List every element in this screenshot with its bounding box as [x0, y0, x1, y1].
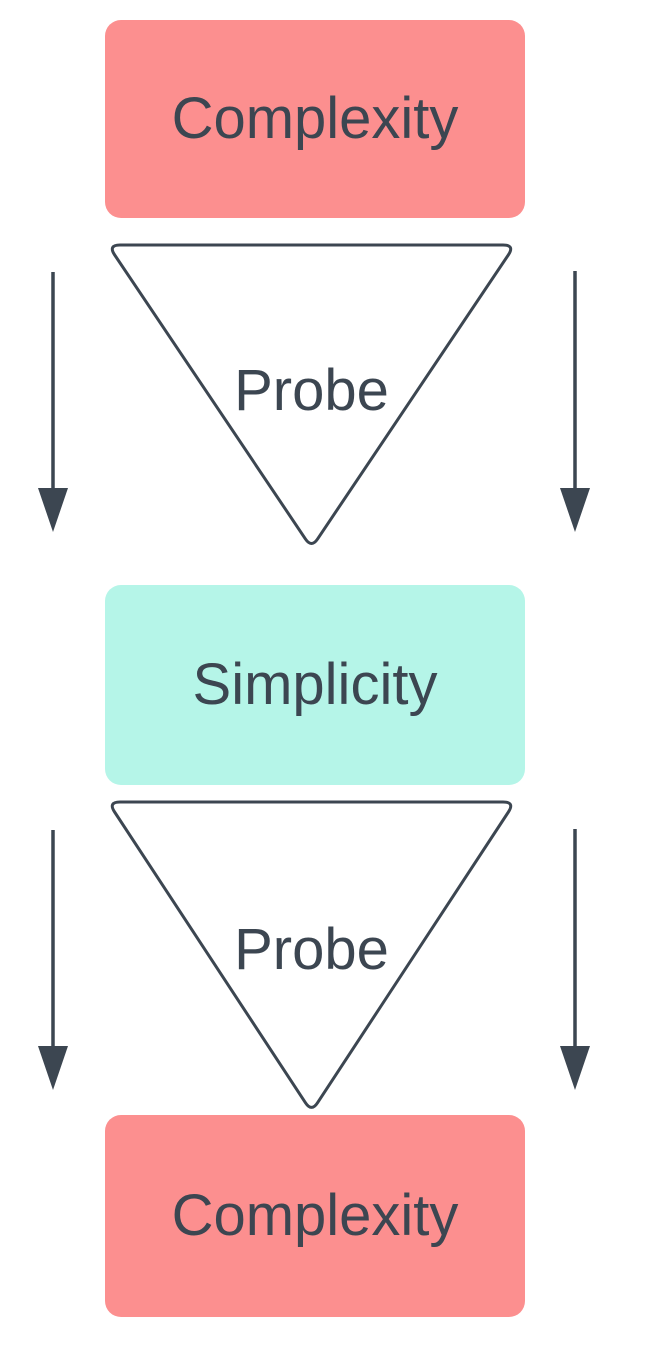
down-arrow-left-1 — [38, 272, 68, 532]
node-simplicity-label: Simplicity — [192, 652, 438, 717]
down-arrow-left-2 — [38, 830, 68, 1090]
down-arrow-right-2 — [560, 829, 590, 1090]
arrowhead-icon — [38, 1046, 68, 1090]
node-complexity-top: Complexity — [105, 20, 525, 218]
node-simplicity: Simplicity — [105, 585, 525, 785]
probe-funnel-1-label: Probe — [234, 358, 389, 423]
arrowhead-icon — [560, 488, 590, 532]
down-arrow-right-1 — [560, 271, 590, 532]
arrowhead-icon — [560, 1046, 590, 1090]
probe-funnel-1-shape — [110, 243, 513, 545]
node-complexity-top-label: Complexity — [171, 86, 459, 151]
arrowhead-icon — [38, 488, 68, 532]
node-complexity-bottom-label: Complexity — [171, 1183, 459, 1248]
probe-funnel-2-shape — [110, 800, 513, 1109]
node-complexity-bottom: Complexity — [105, 1115, 525, 1317]
probe-funnel-2-label: Probe — [234, 917, 389, 982]
